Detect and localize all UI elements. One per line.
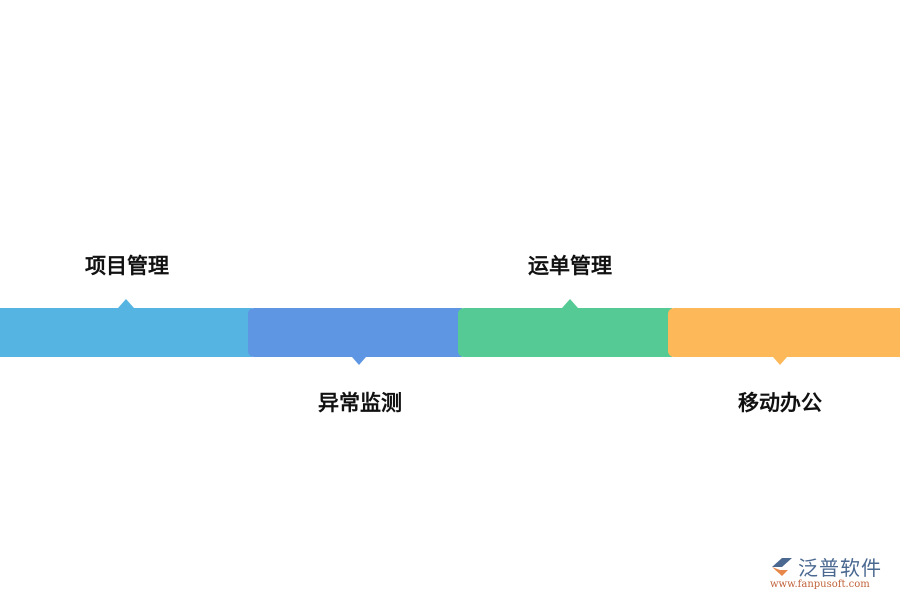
pointer-up-icon [118,299,134,308]
segment-project-management [0,308,252,357]
fanpu-logo-icon [772,557,792,576]
pointer-down-icon [352,357,366,365]
watermark-logo: 泛普软件 www.fanpusoft.com [770,552,895,590]
watermark-url: www.fanpusoft.com [770,579,870,590]
watermark-name: 泛普软件 [798,556,882,580]
step-label: 异常监测 [318,391,402,415]
segment-waybill-management [458,308,672,357]
step-label: 运单管理 [528,254,612,278]
pointer-down-icon [773,357,787,365]
step-label: 移动办公 [738,391,822,415]
pointer-up-icon [562,299,578,308]
segment-exception-monitoring [248,308,462,357]
step-label: 项目管理 [85,254,169,278]
segment-mobile-office [668,308,900,357]
